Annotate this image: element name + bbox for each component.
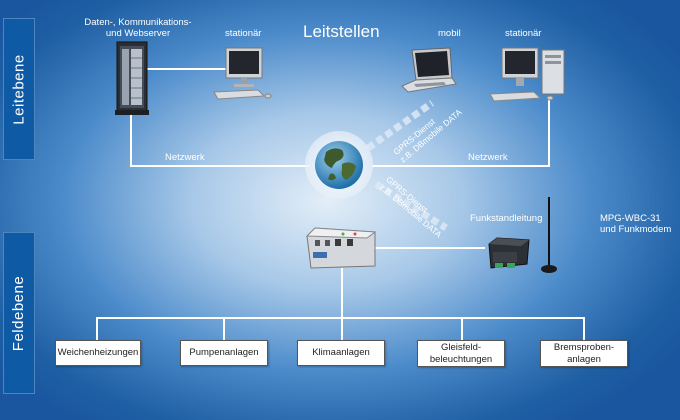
link-controller-modem [375,247,485,249]
stationary-left-label: stationär [225,28,262,39]
server-icon [115,41,149,115]
installation-klimaanlagen: Klimaanlagen [297,340,385,366]
link-pc-right-down [548,100,550,167]
link-controller-bus [341,268,343,318]
installation-bremsprobenanlagen: Bremsproben- anlagen [540,340,628,367]
bus-drop-1 [96,317,98,341]
installation-label: Gleisfeld- beleuchtungen [429,342,493,365]
installation-gleisfeldbeleuchtungen: Gleisfeld- beleuchtungen [417,340,505,367]
link-server-down [130,108,132,166]
laptop-icon [401,47,457,93]
installation-label: Weichenheizungen [57,347,139,359]
antenna-icon [541,197,557,273]
network-label-right: Netzwerk [468,152,508,163]
installation-label: Pumpenanlagen [189,347,259,359]
layer-tab-feldebene: Feldebene [3,232,35,394]
link-network-left [130,165,310,167]
installation-pumpenanlagen: Pumpenanlagen [180,340,268,366]
funk-label: Funkstandleitung [470,213,543,224]
control-center-title: Leitstellen [303,22,380,41]
modem-label: MPG-WBC-31 und Funkmodem [600,213,672,236]
stationary-right-label: stationär [505,28,542,39]
link-network-right [372,165,550,167]
field-bus [96,317,584,319]
bus-drop-2 [223,317,225,341]
desktop-pc-right-icon [489,47,565,102]
globe-icon [305,131,373,199]
bus-drop-5 [583,317,585,341]
network-label-left: Netzwerk [165,152,205,163]
installation-weichenheizungen: Weichenheizungen [55,340,141,366]
link-server-pc [130,68,226,70]
bus-drop-4 [461,317,463,341]
field-controller-icon [305,227,377,269]
server-label: Daten-, Kommunikations- und Webserver [84,17,192,40]
installation-label: Bremsproben- anlagen [553,342,615,365]
layer-tab-leitebene: Leitebene [3,18,35,160]
installation-label: Klimaanlagen [312,347,370,359]
modem-icon [488,237,530,269]
mobile-label: mobil [438,28,461,39]
bus-drop-3 [341,317,343,341]
desktop-pc-left-icon [213,47,272,100]
